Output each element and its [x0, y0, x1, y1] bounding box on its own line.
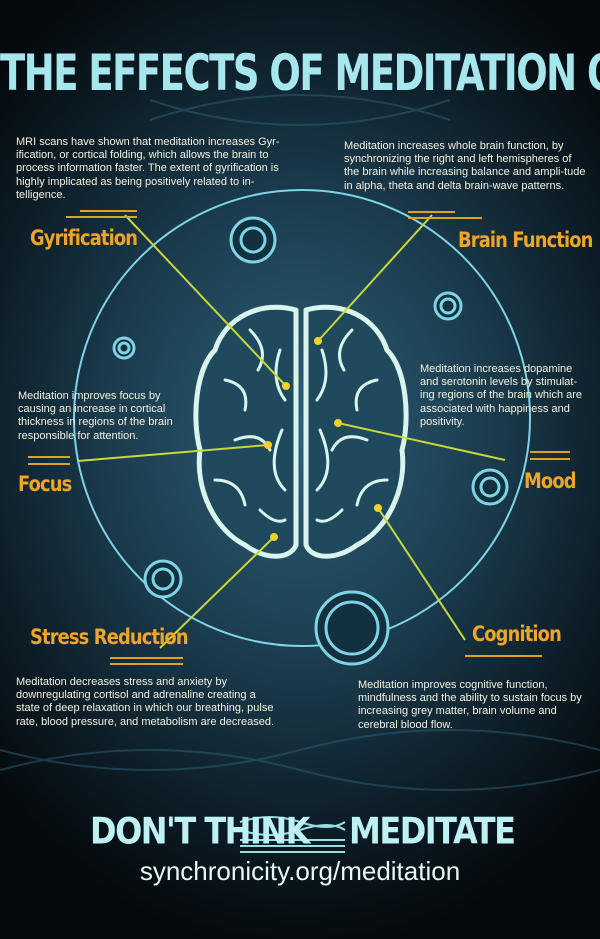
page-title: THE EFFECTS OF MEDITATION ON THE BRAIN [0, 44, 600, 103]
footer-url: synchronicity.org/meditation [139, 856, 461, 886]
brain-folds [213, 328, 389, 523]
footer-meditate: MEDITATE [349, 809, 516, 853]
mood-label: Mood [524, 469, 577, 493]
dna-icon [239, 816, 346, 853]
focus-text: Meditation improves focus by causing an … [18, 390, 173, 442]
decorative-rings [112, 216, 509, 666]
cognition-text: Meditation improves cognitive function, … [358, 679, 582, 731]
mood-text: Meditation increases dopamine and seroto… [420, 363, 583, 428]
footer-dont-think: DON'T THINK [90, 809, 310, 853]
outer-ring [73, 189, 531, 647]
gyrification-label: Gyrification [30, 226, 138, 250]
dna-decoration-top [0, 94, 600, 791]
brain-function-text: Meditation increases whole brain functio… [344, 140, 586, 192]
focus-label: Focus [18, 472, 72, 496]
stress-reduction-label: Stress Reduction [30, 625, 189, 649]
label-underlines [28, 210, 570, 665]
gyrification-text: MRI scans have shown that meditation inc… [16, 136, 280, 201]
connector-lines [77, 214, 506, 649]
brain-function-label: Brain Function [458, 228, 593, 252]
cognition-label: Cognition [472, 622, 562, 646]
connector-dots [264, 337, 382, 541]
stress-reduction-text: Meditation decreases stress and anxiety … [16, 676, 275, 728]
